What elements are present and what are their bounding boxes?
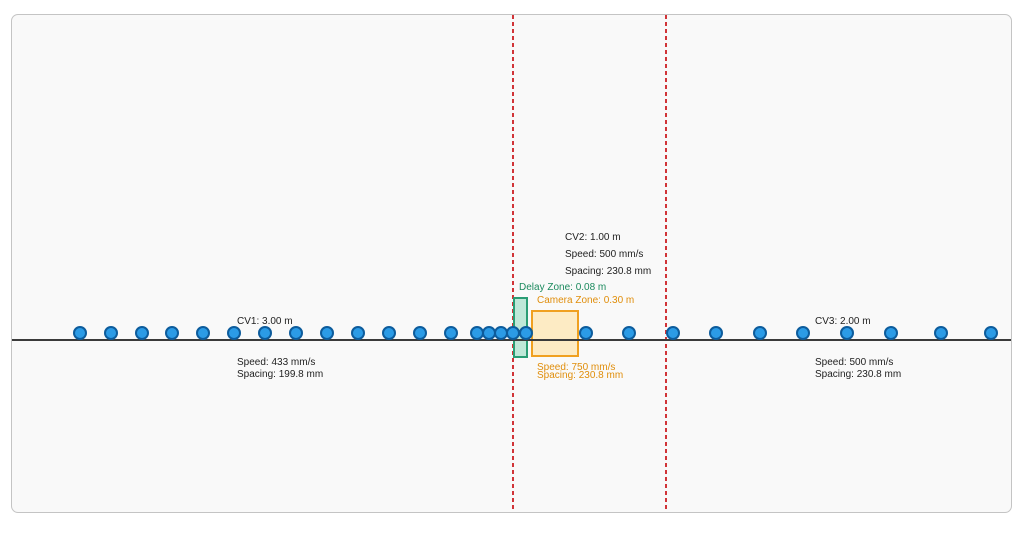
conveyor-item (413, 326, 427, 340)
conveyor-item (351, 326, 365, 340)
cv1-speed-label: Speed: 433 mm/s (237, 357, 315, 368)
cv2-name-label: CV2: 1.00 m (565, 232, 621, 243)
conveyor-item (382, 326, 396, 340)
camera-zone-label: Camera Zone: 0.30 m (537, 295, 634, 306)
conveyor-item (796, 326, 810, 340)
cv1-spacing-label: Spacing: 199.8 mm (237, 369, 323, 380)
conveyor-item (884, 326, 898, 340)
conveyor-item (104, 326, 118, 340)
delay-zone-label: Delay Zone: 0.08 m (519, 282, 606, 293)
camera-zone-spacing-label: Spacing: 230.8 mm (537, 370, 623, 381)
conveyor-diagram: CV1: 3.00 m Speed: 433 mm/s Spacing: 199… (12, 15, 1011, 512)
conveyor-item (753, 326, 767, 340)
conveyor-item (444, 326, 458, 340)
conveyor-item (519, 326, 533, 340)
conveyor-item (482, 326, 496, 340)
conveyor-item (320, 326, 334, 340)
camera-zone-speed-label: Speed: 750 mm/s (537, 362, 615, 373)
conveyor-item (934, 326, 948, 340)
conveyor-item (135, 326, 149, 340)
cv1-name-label: CV1: 3.00 m (237, 316, 293, 327)
camera-zone (531, 310, 579, 357)
conveyor-item (165, 326, 179, 340)
cv2-speed-label: Speed: 500 mm/s (565, 249, 643, 260)
conveyor-item (840, 326, 854, 340)
items-group (73, 326, 998, 340)
conveyor-item (470, 326, 484, 340)
cv3-speed-label: Speed: 500 mm/s (815, 357, 893, 368)
diagram-panel: CV1: 3.00 m Speed: 433 mm/s Spacing: 199… (11, 14, 1012, 513)
conveyor-item (666, 326, 680, 340)
conveyor-item (258, 326, 272, 340)
conveyor-item (494, 326, 508, 340)
conveyor-item (709, 326, 723, 340)
cv3-name-label: CV3: 2.00 m (815, 316, 871, 327)
conveyor-item (227, 326, 241, 340)
conveyor-item (622, 326, 636, 340)
conveyor-item (579, 326, 593, 340)
conveyor-item (506, 326, 520, 340)
conveyor-item (196, 326, 210, 340)
conveyor-item (289, 326, 303, 340)
cv2-spacing-label: Spacing: 230.8 mm (565, 266, 651, 277)
conveyor-item (984, 326, 998, 340)
conveyor-item (73, 326, 87, 340)
cv3-spacing-label: Spacing: 230.8 mm (815, 369, 901, 380)
